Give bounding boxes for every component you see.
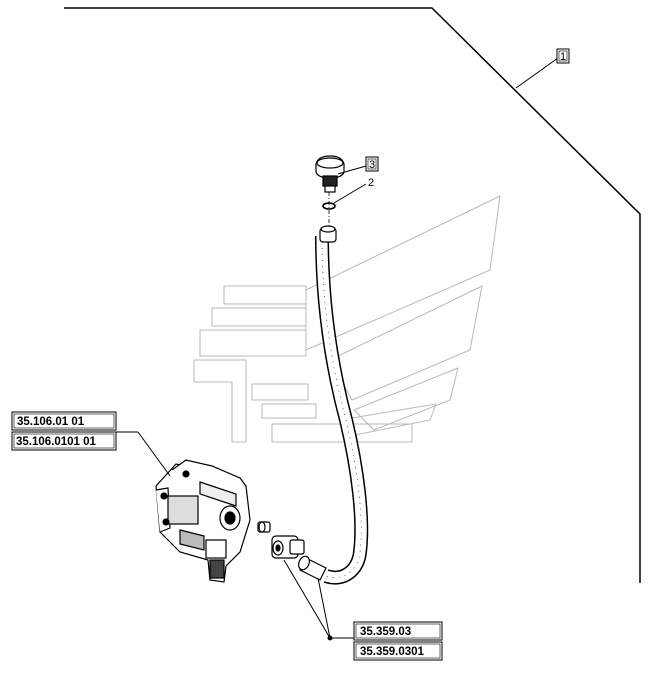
callout-box-3 <box>365 156 379 172</box>
pump-ref-label-2: 35.106.0101 01 <box>16 436 97 448</box>
callout-leader-3 <box>337 165 367 175</box>
callout-leader-2 <box>333 183 367 204</box>
hydraulic-hose <box>315 235 369 585</box>
pump-ref-box-2 <box>11 431 117 451</box>
fitting-ref-leaders <box>283 559 354 641</box>
callout-box-1 <box>556 48 570 64</box>
hose-end-lower <box>297 555 327 581</box>
callout-label-1: 1 <box>560 51 566 63</box>
callout-label-3: 3 <box>369 159 375 171</box>
elbow-fitting <box>257 521 305 559</box>
hose-end-upper <box>319 225 337 243</box>
callout-leader-1 <box>515 57 559 89</box>
pump-ref-label-1: 35.106.01 01 <box>17 416 85 428</box>
callout-label-2: 2 <box>368 177 374 189</box>
fitting-ref-label-1: 35.359.03 <box>360 626 411 638</box>
fitting-ref-label-2: 35.359.0301 <box>360 646 425 658</box>
hydraulic-pump <box>155 459 251 583</box>
fitting-ref-box-2 <box>353 641 443 661</box>
assembly-bracket-line <box>64 7 641 583</box>
fitting-ref-box-1 <box>353 621 443 641</box>
pump-ref-box-1 <box>11 411 117 431</box>
